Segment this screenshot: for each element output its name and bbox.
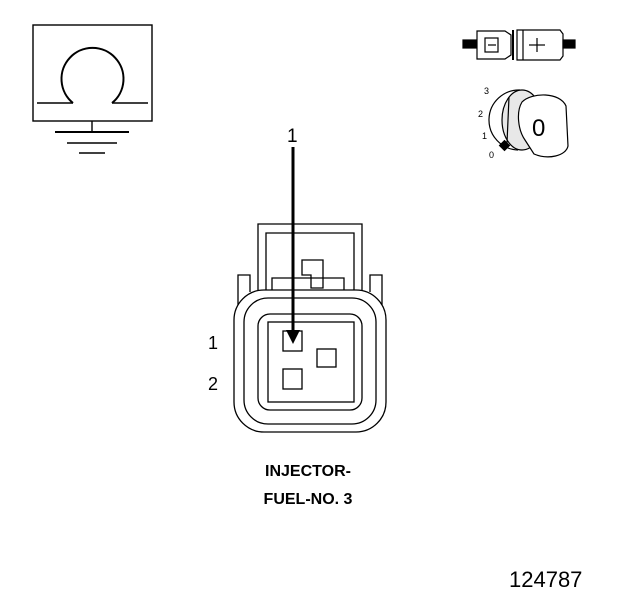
ignition-position-2: 2 [478, 109, 484, 119]
ignition-position-3: 3 [484, 86, 490, 96]
pin-label-1: 1 [208, 333, 219, 353]
pin-cavity-2 [282, 368, 303, 390]
harness-connector-icon [462, 29, 576, 61]
connector-title-line-1: INJECTOR- [265, 463, 351, 480]
ignition-position-0: 0 [489, 150, 495, 160]
callout-arrow [286, 147, 300, 344]
callout-number: 1 [287, 126, 298, 147]
ignition-key-icon [488, 89, 569, 158]
ignition-key-label: 0 [532, 115, 546, 142]
resistor-ground-icon [32, 24, 153, 154]
figure-id: 124787 [509, 567, 583, 592]
connector-end-view-icon [233, 223, 387, 433]
ignition-position-1: 1 [482, 131, 488, 141]
pin-cavity-latch [316, 348, 337, 368]
pin-label-2: 2 [208, 374, 219, 394]
connector-title-line-2: FUEL-NO. 3 [263, 491, 353, 508]
